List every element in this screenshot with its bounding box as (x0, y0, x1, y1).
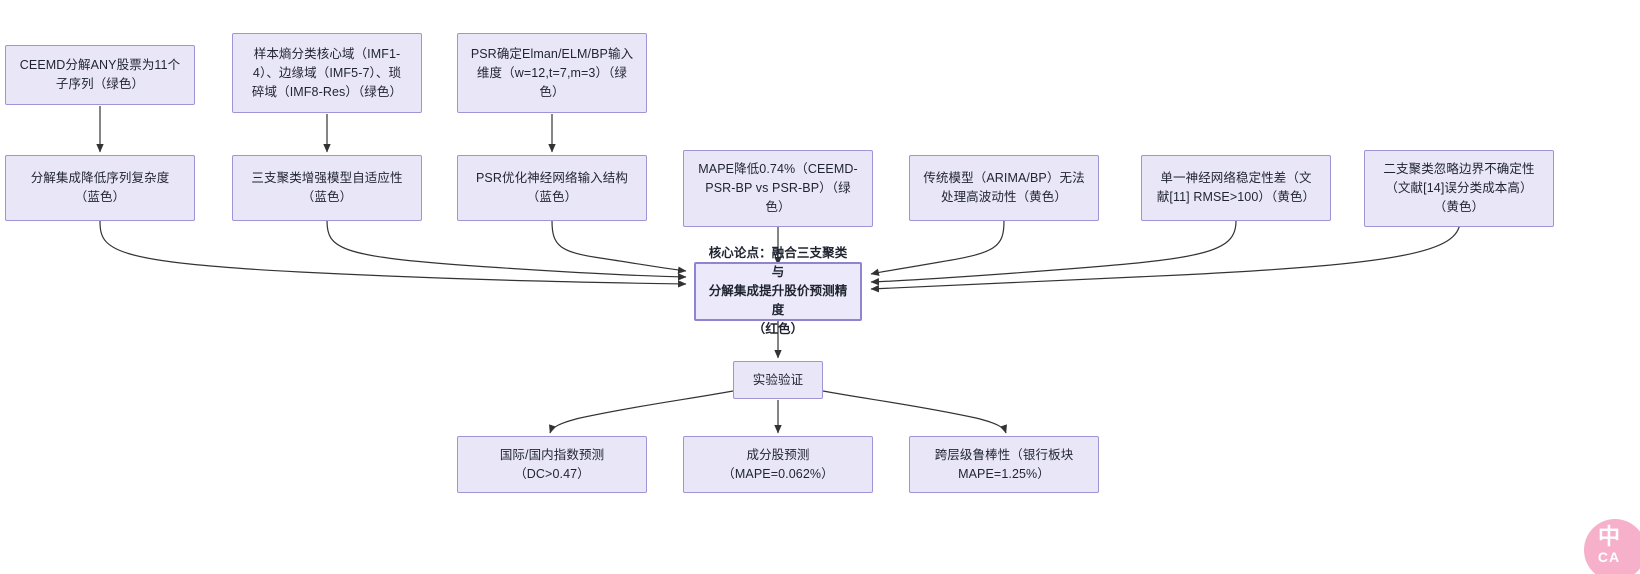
node-traditional-model-limit-label: 传统模型（ARIMA/BP）无法 处理高波动性（黄色） (923, 171, 1085, 204)
node-index-forecast[interactable]: 国际/国内指数预测 （DC>0.47） (457, 436, 647, 493)
edge-singlenn-to-core (870, 220, 1237, 286)
node-traditional-model-limit[interactable]: 传统模型（ARIMA/BP）无法 处理高波动性（黄色） (909, 155, 1099, 221)
node-decomp-complexity[interactable]: 分解集成降低序列复杂度 （蓝色） (5, 155, 195, 221)
edge-validation-to-robustness (822, 390, 1007, 434)
node-core-claim-label: 核心论点：融合三支聚类与 分解集成提升股价预测精度 （红色） (708, 246, 848, 336)
edge-twoway-to-core (870, 220, 1461, 293)
node-experiment-validation-label: 实验验证 (752, 372, 804, 387)
node-ceemd-label: CEEMD分解ANY股票为11个 子序列（绿色） (19, 58, 181, 91)
node-two-way-boundary-label: 二支聚类忽略边界不确定性 （文献[14]误分类成本高） （黄色） (1383, 162, 1535, 214)
node-constituent-stock-forecast-label: 成分股预测 （MAPE=0.062%） (722, 447, 834, 481)
watermark-glyph: 中 (1597, 524, 1620, 549)
edge-traditional-to-core (870, 220, 1005, 276)
node-sample-entropy-label: 样本熵分类核心域（IMF1- 4）、边缘域（IMF5-7）、琐 碎域（IMF8-… (251, 46, 403, 99)
node-single-nn-instability[interactable]: 单一神经网络稳定性差（文 献[11] RMSE>100）（黄色） (1141, 155, 1331, 221)
edge-threeway-to-core (326, 220, 687, 281)
node-cross-level-robustness-label: 跨层级鲁棒性（银行板块 MAPE=1.25%） (934, 447, 1074, 481)
node-ceemd[interactable]: CEEMD分解ANY股票为11个 子序列（绿色） (5, 45, 195, 105)
node-mape-drop-label: MAPE降低0.74%（CEEMD- PSR-BP vs PSR-BP）（绿 色… (698, 162, 858, 214)
node-core-claim[interactable]: 核心论点：融合三支聚类与 分解集成提升股价预测精度 （红色） (694, 246, 862, 336)
node-experiment-validation[interactable]: 实验验证 (733, 361, 823, 399)
node-psr-optimize-nn[interactable]: PSR优化神经网络输入结构 （蓝色） (457, 155, 647, 221)
node-index-forecast-label: 国际/国内指数预测 （DC>0.47） (499, 447, 605, 481)
watermark-badge: 中 CA (1584, 519, 1640, 574)
node-two-way-boundary[interactable]: 二支聚类忽略边界不确定性 （文献[14]误分类成本高） （黄色） (1364, 150, 1554, 227)
node-three-way-adaptive-label: 三支聚类增强模型自适应性 （蓝色） (251, 171, 403, 204)
node-psr-input-dim-label: PSR确定Elman/ELM/BP输入 维度（w=12,t=7,m=3）（绿 色… (470, 46, 634, 99)
node-decomp-complexity-label: 分解集成降低序列复杂度 （蓝色） (30, 171, 170, 204)
edge-psropt-to-core (551, 220, 687, 274)
node-constituent-stock-forecast[interactable]: 成分股预测 （MAPE=0.062%） (683, 436, 873, 493)
edge-decomp-to-core (99, 220, 687, 288)
watermark-subtext: CA (1597, 549, 1621, 565)
node-psr-input-dim[interactable]: PSR确定Elman/ELM/BP输入 维度（w=12,t=7,m=3）（绿 色… (457, 33, 647, 113)
node-cross-level-robustness[interactable]: 跨层级鲁棒性（银行板块 MAPE=1.25%） (909, 436, 1099, 493)
node-single-nn-instability-label: 单一神经网络稳定性差（文 献[11] RMSE>100）（黄色） (1156, 171, 1316, 204)
edge-validation-to-index (549, 390, 734, 434)
node-mape-drop[interactable]: MAPE降低0.74%（CEEMD- PSR-BP vs PSR-BP）（绿 色… (683, 150, 873, 227)
node-sample-entropy[interactable]: 样本熵分类核心域（IMF1- 4）、边缘域（IMF5-7）、琐 碎域（IMF8-… (232, 33, 422, 113)
node-psr-optimize-nn-label: PSR优化神经网络输入结构 （蓝色） (475, 171, 628, 204)
node-three-way-adaptive[interactable]: 三支聚类增强模型自适应性 （蓝色） (232, 155, 422, 221)
